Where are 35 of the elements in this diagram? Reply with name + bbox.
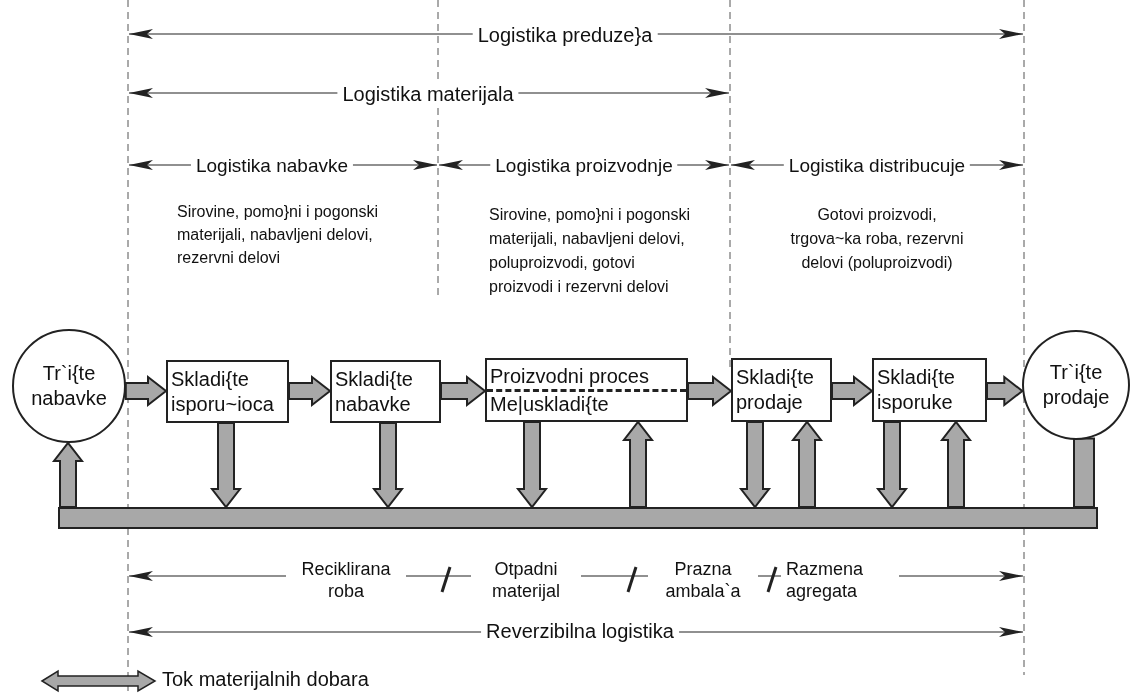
flow-arrow [209,422,243,509]
flow-arrow [288,374,332,408]
flow-arrow [440,374,487,408]
description-text: Sirovine, pomo}ni i pogonski materijali, nabavljeni delovi, poluproizvodi, gotovi proizvodi i rezervni delovi [488,205,691,297]
flow-arrow [939,420,973,508]
flow-arrow [738,421,772,509]
node-label: Skladi{te nabavke [335,366,414,417]
storage-box [166,360,289,423]
storage-box [485,358,688,422]
flow-arrow [51,441,85,508]
node-label: Skladi{te isporuke [877,365,956,415]
storage-box [731,358,832,422]
flow-arrow [1073,437,1095,508]
node-label: Me|uskladi{te [490,391,609,417]
flow-arrow [515,421,549,509]
node-label: Tr`i{te nabavke [30,361,108,411]
flow-arrow [371,422,405,509]
storage-box [330,360,441,423]
return-flow-bar [58,507,1098,529]
flow-arrow [687,374,733,408]
node-label: Skladi{te prodaje [736,365,815,415]
flow-arrow [875,421,909,509]
node-label: Skladi{te isporu~ioca [171,366,275,417]
description-text: Gotovi proizvodi, trgova~ka roba, rezervni delovi (poluproizvodi) [789,205,965,273]
node-label: Proizvodni proces [490,363,649,389]
legend-text: Tok materijalnih dobara [162,667,369,691]
flow-arrow [790,420,824,508]
flow-arrow [124,374,168,408]
dimension-label: Logistika materijala [337,82,519,106]
flow-arrow [621,420,655,508]
flow-arrow [831,374,874,408]
storage-box [872,358,987,422]
description-text: Sirovine, pomo}ni i pogonski materijali, nabavljeni delovi, rezervni delovi [176,202,379,268]
flow-arrow [986,374,1024,408]
node-label: Tr`i{te prodaje [1041,360,1111,410]
